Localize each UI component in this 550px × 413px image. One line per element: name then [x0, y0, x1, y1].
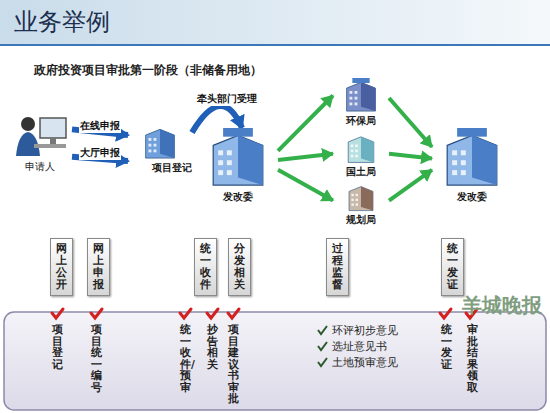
header-rule [0, 44, 550, 46]
edge-label: 在线申报 [79, 119, 121, 133]
header-band [0, 0, 550, 44]
icon-node: 发改委 [432, 128, 512, 204]
building-icon [333, 78, 389, 114]
building-icon [8, 112, 72, 160]
box-label: 过程监督 [332, 243, 343, 291]
flow-arrow [278, 96, 333, 151]
vertical-label: 抄告相关 [207, 324, 218, 370]
box-label: 分发相关 [234, 243, 245, 291]
flow-arrow [278, 154, 333, 160]
red-check-marks [52, 309, 477, 318]
flow-arrow [389, 170, 432, 201]
box-label: 统一发证 [447, 243, 458, 291]
subtitle: 政府投资项目审批第一阶段（非储备用地） [34, 62, 262, 79]
node-label: 申请人 [8, 160, 72, 174]
icon-node: 规划局 [333, 183, 389, 227]
edge-label: 大厅申报 [79, 146, 121, 160]
process-box: 网上申报 [87, 238, 110, 296]
list-check-marks [318, 326, 327, 366]
process-box: 网上公开 [50, 238, 73, 296]
list-item: 选址意见书 [332, 340, 387, 354]
edge-label: 牵头部门受理 [196, 92, 258, 106]
icon-node: 国土局 [333, 133, 389, 179]
box-label: 网上申报 [93, 243, 104, 291]
box-label: 网上公开 [56, 243, 67, 291]
icon-node: 环保局 [333, 78, 389, 128]
icon-node: 发改委 [198, 128, 278, 204]
building-icon [333, 133, 389, 165]
vertical-label: 项目登记 [52, 324, 63, 370]
vertical-label: 项目建议书审批 [228, 324, 239, 405]
node-label: 项目登记 [128, 161, 192, 175]
process-box: 统一收件 [194, 238, 217, 296]
bottom-panel [4, 312, 546, 410]
node-label: 规划局 [333, 213, 389, 227]
list-item: 土地预审意见 [332, 356, 398, 370]
node-label: 环保局 [333, 114, 389, 128]
vertical-label: 审批结果领取 [467, 324, 478, 393]
vertical-label: 统一发证 [441, 324, 452, 370]
building-icon [432, 128, 512, 190]
flow-arrow [389, 154, 432, 159]
node-label: 国土局 [333, 165, 389, 179]
process-box: 分发相关 [228, 238, 251, 296]
watermark: 羊城晚报 [462, 292, 542, 319]
process-box: 过程监督 [326, 238, 349, 296]
node-label: 发改委 [432, 190, 512, 204]
building-icon [198, 128, 278, 190]
vertical-label: 项目统一编号 [91, 324, 102, 393]
list-item: 环评初步意见 [332, 324, 398, 338]
vertical-label: 统一收件/预审 [180, 324, 191, 393]
flow-arrow [389, 98, 432, 147]
building-icon [333, 183, 389, 213]
icon-node: 申请人 [8, 112, 72, 174]
building-icon [128, 125, 192, 161]
node-label: 发改委 [198, 190, 278, 204]
flow-arrow [278, 170, 333, 201]
page-title: 业务举例 [14, 6, 110, 38]
process-box: 统一发证 [441, 238, 464, 296]
icon-node: 项目登记 [128, 125, 192, 175]
box-label: 统一收件 [200, 243, 211, 291]
